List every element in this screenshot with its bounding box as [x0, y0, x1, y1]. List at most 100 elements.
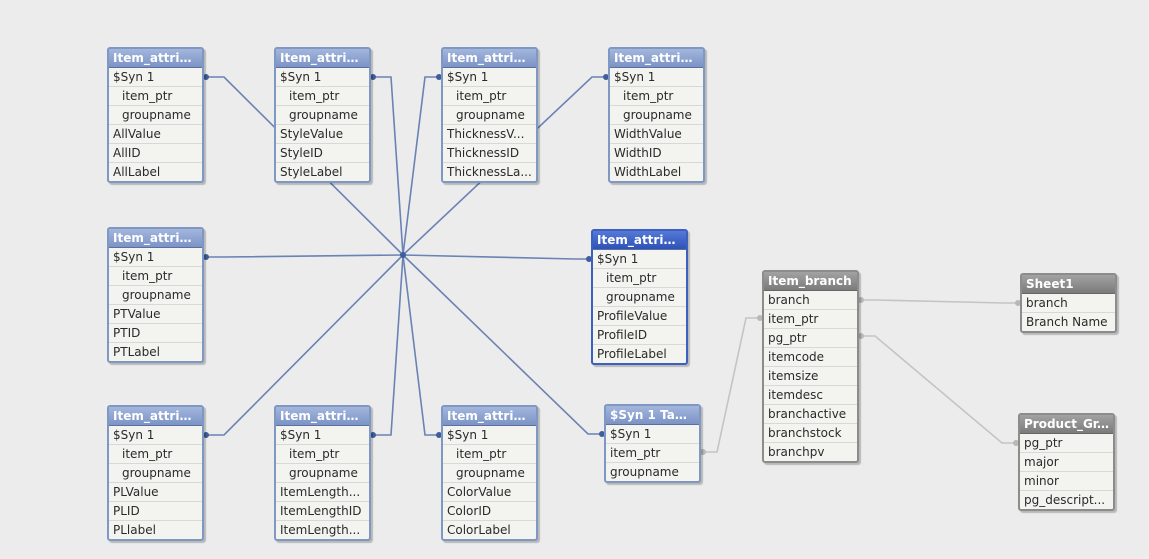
field-row[interactable]: groupname: [276, 464, 369, 483]
table-title[interactable]: Product_Gr...: [1020, 415, 1113, 434]
field-row[interactable]: item_ptr: [276, 445, 369, 464]
field-row[interactable]: AllLabel: [113, 165, 161, 179]
field-row[interactable]: groupname: [610, 106, 703, 125]
field-row[interactable]: item_ptr: [593, 269, 686, 288]
field-row[interactable]: pg_descript...: [1024, 493, 1106, 507]
field-row[interactable]: $Syn 1: [109, 248, 202, 267]
link-dot: [370, 432, 376, 438]
field-row[interactable]: groupname: [610, 465, 679, 479]
field-row[interactable]: ProfileLabel: [597, 347, 667, 361]
field-row[interactable]: item_ptr: [443, 87, 536, 106]
field-row[interactable]: $Syn 1: [276, 426, 369, 445]
table-title[interactable]: Item_attrib...: [109, 49, 202, 68]
field-row[interactable]: ItemLength...: [280, 523, 361, 537]
field-row[interactable]: ItemLengthID: [276, 502, 369, 521]
field-row[interactable]: StyleID: [276, 144, 369, 163]
field-row[interactable]: branch: [764, 291, 857, 310]
field-row[interactable]: Branch Name: [1026, 315, 1108, 329]
field-row[interactable]: itemsize: [764, 367, 857, 386]
field-row[interactable]: groupname: [276, 106, 369, 125]
table-title[interactable]: Item_attrib...: [109, 407, 202, 426]
field-row[interactable]: item_ptr: [276, 87, 369, 106]
field-row[interactable]: $Syn 1: [610, 68, 703, 87]
field-row[interactable]: pg_ptr: [764, 329, 857, 348]
table-title[interactable]: Item_attrib...: [109, 229, 202, 248]
table-title[interactable]: Item_attrib...: [443, 407, 536, 426]
table-title[interactable]: Item_attrib...: [610, 49, 703, 68]
field-row[interactable]: StyleValue: [276, 125, 369, 144]
field-row[interactable]: StyleLabel: [280, 165, 343, 179]
field-row[interactable]: PLlabel: [113, 523, 156, 537]
field-row[interactable]: groupname: [443, 106, 536, 125]
table-title[interactable]: Item_attrib...: [276, 49, 369, 68]
field-row[interactable]: itemcode: [764, 348, 857, 367]
field-row[interactable]: branch: [1022, 294, 1115, 313]
table-title[interactable]: Item_attrib...: [443, 49, 536, 68]
table-title[interactable]: Item_attrib...: [593, 231, 686, 250]
field-row[interactable]: groupname: [443, 464, 536, 483]
field-row[interactable]: major: [1020, 453, 1113, 472]
field-row[interactable]: PLValue: [109, 483, 202, 502]
field-row[interactable]: AllValue: [109, 125, 202, 144]
field-row[interactable]: WidthValue: [610, 125, 703, 144]
field-row[interactable]: groupname: [109, 464, 202, 483]
field-row[interactable]: item_ptr: [764, 310, 857, 329]
field-row[interactable]: ProfileValue: [593, 307, 686, 326]
field-row[interactable]: ColorID: [443, 502, 536, 521]
field-row[interactable]: branchpv: [768, 445, 825, 459]
field-row[interactable]: item_ptr: [606, 444, 699, 463]
field-row[interactable]: item_ptr: [610, 87, 703, 106]
field-row[interactable]: groupname: [593, 288, 686, 307]
field-row[interactable]: branchactive: [764, 405, 857, 424]
field-row[interactable]: ItemLength...: [276, 483, 369, 502]
table-title[interactable]: $Syn 1 Table: [606, 406, 699, 425]
field-row[interactable]: item_ptr: [443, 445, 536, 464]
link-dot: [203, 432, 209, 438]
field-row[interactable]: ColorLabel: [447, 523, 511, 537]
field-row[interactable]: $Syn 1: [276, 68, 369, 87]
table-title[interactable]: Item_branch: [764, 272, 857, 291]
field-row[interactable]: PLID: [109, 502, 202, 521]
field-row[interactable]: PTValue: [109, 305, 202, 324]
field-row[interactable]: ProfileID: [593, 326, 686, 345]
field-row[interactable]: item_ptr: [109, 445, 202, 464]
field-row[interactable]: WidthLabel: [614, 165, 682, 179]
field-row[interactable]: $Syn 1: [443, 68, 536, 87]
field-row[interactable]: ThicknessV...: [443, 125, 536, 144]
field-row[interactable]: itemdesc: [764, 386, 857, 405]
table-title[interactable]: Item_attrib...: [276, 407, 369, 426]
field-row[interactable]: ThicknessLa...: [447, 165, 532, 179]
field-row[interactable]: PTID: [109, 324, 202, 343]
table-title[interactable]: Sheet1: [1022, 275, 1115, 294]
field-row[interactable]: $Syn 1: [109, 426, 202, 445]
field-row[interactable]: groupname: [109, 106, 202, 125]
field-row[interactable]: item_ptr: [109, 267, 202, 286]
field-row[interactable]: groupname: [109, 286, 202, 305]
field-row[interactable]: PTLabel: [113, 345, 160, 359]
field-row[interactable]: ThicknessID: [443, 144, 536, 163]
field-row[interactable]: $Syn 1: [109, 68, 202, 87]
field-row[interactable]: AllID: [109, 144, 202, 163]
field-row[interactable]: item_ptr: [109, 87, 202, 106]
field-row[interactable]: $Syn 1: [443, 426, 536, 445]
field-row[interactable]: pg_ptr: [1020, 434, 1113, 453]
field-row[interactable]: $Syn 1: [606, 425, 699, 444]
field-row[interactable]: branchstock: [764, 424, 857, 443]
field-row[interactable]: minor: [1020, 472, 1113, 491]
field-row[interactable]: WidthID: [610, 144, 703, 163]
field-row[interactable]: $Syn 1: [593, 250, 686, 269]
field-row[interactable]: ColorValue: [443, 483, 536, 502]
